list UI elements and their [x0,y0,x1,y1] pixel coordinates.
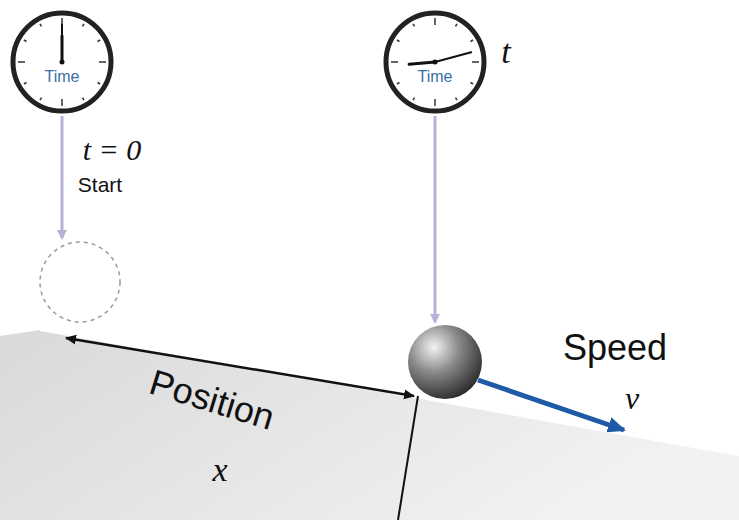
clock-tick [397,40,400,42]
speed-arrow [478,380,624,430]
incline [0,330,739,520]
clock-tick [98,40,101,42]
clock-tick [40,98,42,101]
clock-tick [471,83,474,85]
ball [408,325,482,399]
clock-tick [434,18,436,25]
variable-label: v [625,382,639,414]
variable-label: t = 0 [83,135,142,165]
clock: Time [10,10,114,114]
clock-tick [456,98,458,101]
clock-hand [409,62,435,64]
clock-pin [433,60,438,65]
clock-hand [61,25,63,62]
clock-tick [413,98,415,101]
clock-tick [434,99,436,106]
clock-tick [391,61,398,63]
clock-tick [472,61,479,63]
clock-tick [397,83,400,85]
clock-tick [413,24,415,27]
variable-label: t [501,35,510,69]
pointer-arrow [434,116,437,322]
position-tick [398,396,418,520]
clock-label: Time [418,68,453,86]
clock-tick [40,24,42,27]
start-ball [40,242,120,322]
clock: Time [383,10,487,114]
clock-tick [456,24,458,27]
clock-outline [383,10,487,114]
incline-edge [40,330,739,455]
clock-tick [83,24,85,27]
clock-outline [10,10,114,114]
clock-face [13,13,111,111]
text-label: Start [78,174,122,195]
clock-tick [471,40,474,42]
clock-tick [83,98,85,101]
pointer-arrow [61,116,64,238]
position-arrow [66,338,414,396]
clock-label: Time [45,68,80,86]
clock-tick [24,83,27,85]
text-label: Speed [563,330,667,366]
variable-label: x [212,453,227,487]
clock-face [386,13,484,111]
clock-tick [98,83,101,85]
clock-hand [435,52,471,62]
clock-tick [24,40,27,42]
clock-tick [18,61,25,63]
clock-tick [99,61,106,63]
clock-pin [60,60,65,65]
clock-tick [61,99,63,106]
